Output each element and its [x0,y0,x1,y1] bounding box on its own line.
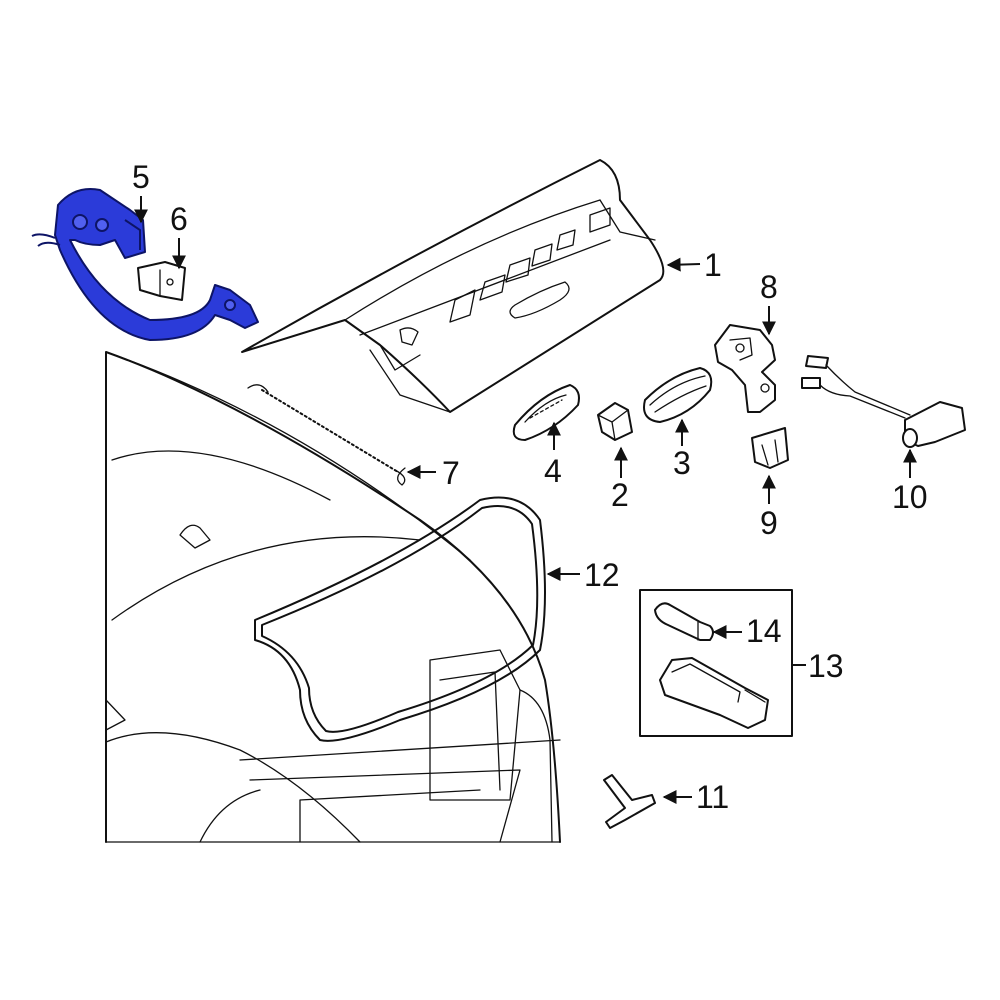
release-switch[interactable] [597,402,633,441]
trunk-weatherstrip-seal[interactable] [254,496,546,742]
hinge-bracket[interactable] [137,261,186,301]
wiring-harness[interactable] [801,355,966,448]
callout-1: 1 [704,247,722,283]
trunk-lid-spring[interactable] [247,384,406,486]
callout-9: 9 [760,505,778,541]
trunk-lid[interactable] [241,159,665,413]
callout-12: 12 [584,557,620,593]
license-lamp-housing[interactable] [659,657,769,729]
handle-cover[interactable] [643,367,713,423]
callout-labels: 1 2 3 4 5 6 7 8 9 10 11 12 13 14 [132,159,928,815]
callout-10: 10 [892,479,928,515]
callout-7: 7 [442,455,460,491]
callout-14: 14 [746,613,782,649]
license-lamp-group-box [639,589,793,737]
callout-3: 3 [673,445,691,481]
latch-striker[interactable] [751,427,789,469]
license-lamp-bulb[interactable] [654,602,714,641]
trunk-lid-hinge[interactable] [31,188,259,341]
callout-6: 6 [170,201,188,237]
callout-5: 5 [132,159,150,195]
handle-bezel[interactable] [512,384,580,441]
callout-11: 11 [696,779,729,815]
emergency-release-tool[interactable] [603,774,656,829]
callout-8: 8 [760,269,778,305]
callout-4: 4 [544,453,562,489]
car-body-outline [105,351,561,843]
callout-13: 13 [808,648,844,684]
callout-2: 2 [611,477,629,513]
callout-leaders [134,196,917,804]
trunk-latch[interactable] [714,324,776,413]
